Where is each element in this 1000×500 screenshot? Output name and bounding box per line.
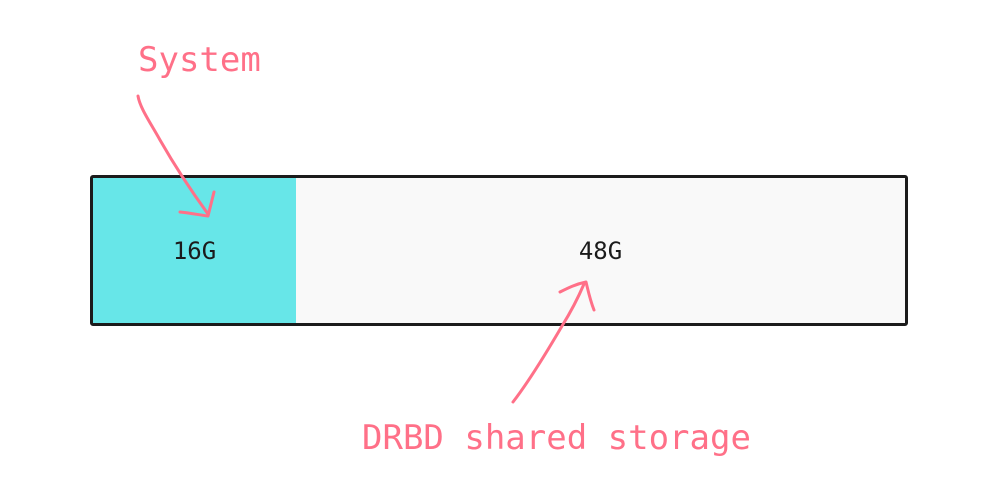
disk-bar: 16G 48G <box>90 175 908 326</box>
system-partition-segment: 16G <box>93 178 296 323</box>
system-partition-size: 16G <box>172 236 217 265</box>
drbd-partition-size: 48G <box>578 236 623 265</box>
system-annotation-label: System <box>138 40 261 80</box>
drbd-partition-segment: 48G <box>296 178 905 323</box>
drbd-annotation-label: DRBD shared storage <box>362 418 751 458</box>
